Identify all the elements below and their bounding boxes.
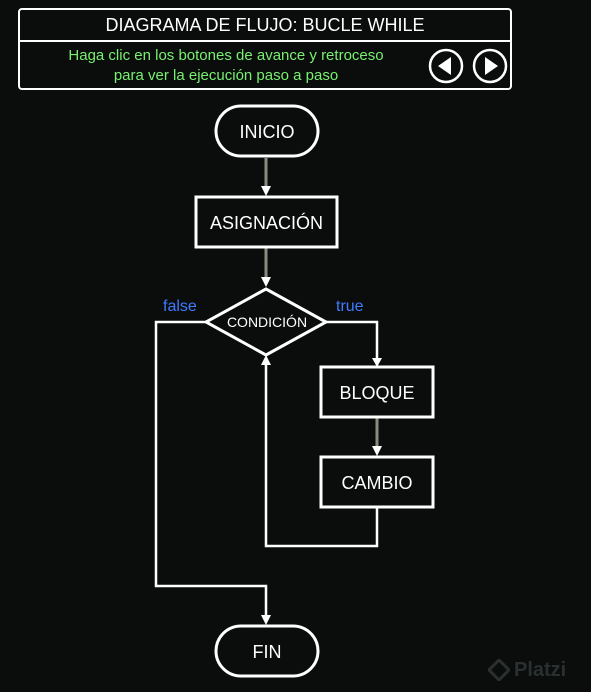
block-node: BLOQUE <box>319 365 435 419</box>
connector-cambio-loop-back <box>261 355 379 548</box>
block-node-label: BLOQUE <box>339 383 414 403</box>
start-node-label: INICIO <box>239 122 294 142</box>
diagram-title: DIAGRAMA DE FLUJO: BUCLE WHILE <box>105 15 425 35</box>
connector-bloque-cambio <box>372 418 382 456</box>
true-branch-label: true <box>336 298 364 315</box>
condition-node: CONDICIÓN <box>202 287 330 357</box>
previous-step-button[interactable] <box>428 48 464 84</box>
assignment-node-label: ASIGNACIÓN <box>210 212 323 233</box>
circle-left-arrow-icon <box>428 48 464 84</box>
end-node: FIN <box>214 624 320 678</box>
start-node: INICIO <box>214 104 320 158</box>
header-divider <box>20 40 510 42</box>
watermark-text: Platzi <box>514 658 567 681</box>
assignment-node: ASIGNACIÓN <box>194 195 339 249</box>
circle-right-arrow-icon <box>472 48 508 84</box>
false-branch-label: false <box>163 298 197 315</box>
connector-condicion-false-fin <box>154 320 271 625</box>
end-node-label: FIN <box>253 642 282 662</box>
instruction-line-1: Haga clic en los botones de avance y ret… <box>68 47 384 64</box>
connector-asignacion-condicion <box>261 248 271 287</box>
platzi-logo-icon <box>488 659 510 681</box>
connector-condicion-true-bloque <box>325 320 382 367</box>
instruction-text: Haga clic en los botones de avance y ret… <box>26 46 426 86</box>
platzi-watermark: Platzi <box>488 656 566 684</box>
connector-inicio-asignacion <box>261 158 271 196</box>
instruction-line-2: para ver la ejecución paso a paso <box>113 67 339 84</box>
change-node-label: CAMBIO <box>341 473 412 493</box>
change-node: CAMBIO <box>319 455 435 509</box>
condition-node-label: CONDICIÓN <box>227 314 307 330</box>
header-panel: DIAGRAMA DE FLUJO: BUCLE WHILE Haga clic… <box>18 8 512 90</box>
next-step-button[interactable] <box>472 48 508 84</box>
